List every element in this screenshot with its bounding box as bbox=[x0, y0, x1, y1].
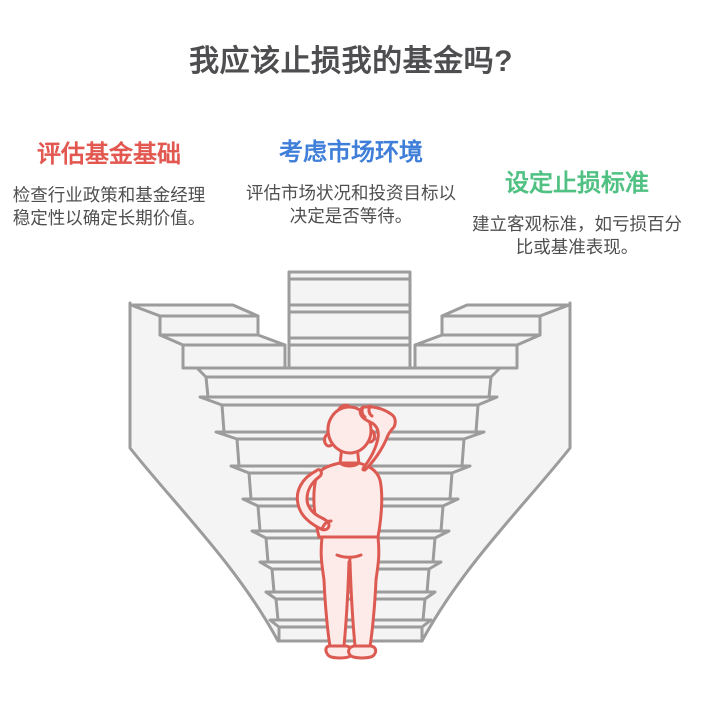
person-head bbox=[326, 405, 373, 455]
step-description: 检查行业政策和基金经理稳定性以确定长期价值。 bbox=[12, 185, 206, 228]
step-description: 建立客观标准，如亏损百分比或基准表现。 bbox=[472, 214, 682, 257]
step-card-stop-loss-criteria: 设定止损标准 建立客观标准，如亏损百分比或基准表现。 bbox=[471, 170, 683, 258]
person-foot-right bbox=[347, 644, 378, 660]
left-wing-steps bbox=[129, 303, 287, 370]
step-heading: 考虑市场环境 bbox=[279, 139, 423, 166]
confused-person-figure bbox=[295, 403, 397, 660]
step-description: 评估市场状况和投资目标以决定是否等待。 bbox=[246, 183, 456, 226]
center-tower-blocks bbox=[287, 270, 412, 372]
step-heading: 设定止损标准 bbox=[505, 170, 649, 197]
right-wing-steps bbox=[413, 303, 571, 370]
step-card-market-environment: 考虑市场环境 评估市场状况和投资目标以决定是否等待。 bbox=[246, 139, 456, 227]
step-heading: 评估基金基础 bbox=[37, 141, 181, 168]
person-arm-on-hip bbox=[295, 468, 331, 532]
page-title: 我应该止损我的基金吗? bbox=[189, 45, 513, 78]
step-card-evaluate-fund: 评估基金基础 检查行业政策和基金经理稳定性以确定长期价值。 bbox=[6, 141, 212, 229]
